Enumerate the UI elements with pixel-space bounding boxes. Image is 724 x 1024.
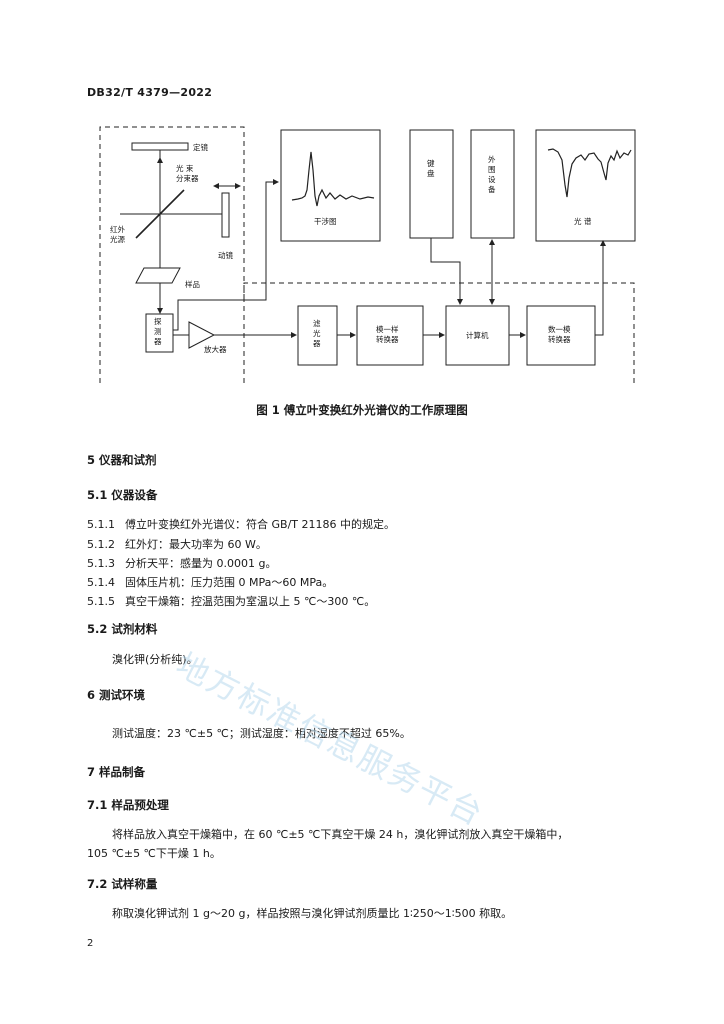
- label-filter: 滤光器: [313, 318, 321, 348]
- label-amplifier: 放大器: [204, 344, 227, 354]
- interferometer-dashed-border: [99, 126, 245, 383]
- section-7-heading: 7 样品制备: [87, 765, 146, 779]
- reagent-text: 溴化钾(分析纯)。: [112, 653, 198, 666]
- label-keyboard: 键盘: [427, 158, 435, 178]
- label-ir-source: 红外光源: [110, 224, 125, 244]
- pretreatment-line-2: 105 ℃±5 ℃下干燥 1 h。: [87, 847, 221, 860]
- label-ad-converter: 模一样转换器: [376, 324, 399, 344]
- label-spectrum: 光 谱: [574, 216, 592, 226]
- detector-box: [145, 313, 174, 353]
- peripheral-box: [470, 129, 515, 239]
- section-5-2-heading: 5.2 试剂材料: [87, 622, 158, 636]
- sample-holder: [135, 267, 181, 284]
- keyboard-box: [409, 129, 454, 239]
- weighing-text: 称取溴化钾试剂 1 g～20 g，样品按照与溴化钾试剂质量比 1∶250～1∶5…: [112, 907, 513, 920]
- spectrum-curve: [547, 148, 632, 198]
- section-7-2-heading: 7.2 试样称量: [87, 877, 158, 891]
- label-peripheral: 外围设备: [488, 154, 496, 194]
- label-interferogram: 干涉图: [314, 216, 337, 226]
- electronics-dashed-border: [243, 282, 635, 383]
- interferogram-curve: [291, 151, 375, 207]
- label-detector: 探测器: [154, 316, 162, 346]
- label-da-converter: 数一模转换器: [548, 324, 571, 344]
- figure-caption: 图 1 傅立叶变换红外光谱仪的工作原理图: [256, 403, 468, 417]
- label-computer: 计算机: [466, 330, 489, 340]
- section-7-1-heading: 7.1 样品预处理: [87, 798, 169, 812]
- label-moving-mirror: 动镜: [218, 250, 233, 260]
- ftir-principle-diagram: 定镜 光 束分束器 红外光源 动镜 样品 探测器 放大器 干涉图 键盘 外围设备…: [99, 126, 636, 383]
- fixed-mirror: [131, 142, 189, 151]
- interferogram-box: [280, 129, 381, 242]
- label-fixed-mirror: 定镜: [193, 142, 208, 152]
- label-sample: 样品: [185, 279, 200, 289]
- spectrum-box: [535, 129, 636, 242]
- label-beam-splitter: 光 束分束器: [176, 163, 199, 183]
- document-code: DB32/T 4379—2022: [87, 86, 213, 99]
- environment-text: 测试温度：23 ℃±5 ℃；测试湿度：相对湿度不超过 65%。: [112, 727, 411, 740]
- section-5-1-heading: 5.1 仪器设备: [87, 488, 158, 502]
- section-5-heading: 5 仪器和试剂: [87, 453, 157, 467]
- pretreatment-line-1: 将样品放入真空干燥箱中，在 60 ℃±5 ℃下真空干燥 24 h，溴化钾试剂放入…: [112, 828, 569, 841]
- page-number: 2: [87, 938, 94, 949]
- beam-splitter: [135, 189, 185, 239]
- section-6-heading: 6 测试环境: [87, 688, 146, 702]
- moving-mirror: [221, 192, 230, 238]
